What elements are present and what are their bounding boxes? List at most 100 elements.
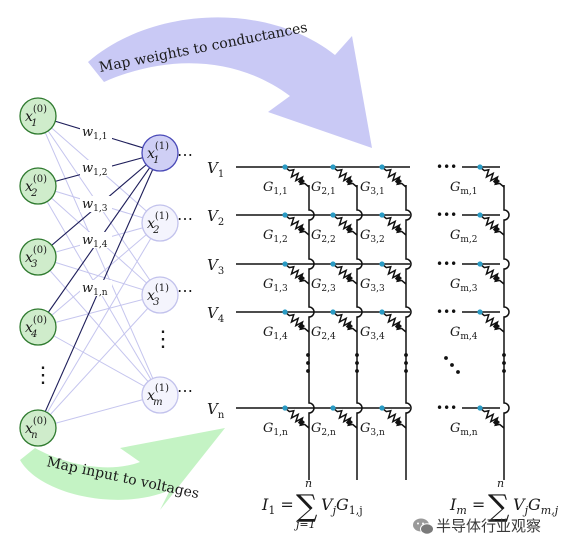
junction-dot (282, 212, 288, 218)
weight-label-bg (80, 196, 112, 212)
conductance-label: Gm,n (450, 421, 478, 438)
junction-dot (379, 212, 385, 218)
node-label: x(1)m (147, 383, 169, 408)
memristor-cell (379, 405, 407, 429)
memristor-cell (477, 164, 505, 188)
memristor-cell (282, 309, 310, 333)
node-label: x(1)2 (147, 211, 169, 236)
vertical-ellipsis-dot (355, 361, 359, 365)
network-edge (37, 294, 161, 429)
svg-text:I1 =: I1 = (261, 495, 294, 517)
svg-text:n: n (305, 477, 312, 490)
memristor-cell (330, 405, 358, 429)
weight-label-bg (80, 280, 112, 296)
row-ellipsis: ••• (436, 160, 457, 174)
column-line (503, 185, 510, 480)
node-label: x(1)1 (147, 141, 169, 166)
hidden-node: x(1)m (141, 376, 179, 414)
hidden-ellipsis-1: ⋯ (177, 145, 193, 164)
conductance-label: G3,2 (360, 228, 385, 245)
input-layer: x(0)1x(0)2x(0)3x(0)4x(0)n (19, 97, 57, 447)
input-vdots: ⋮ (32, 363, 54, 388)
junction-dot (477, 309, 483, 315)
memristor-cell (330, 164, 358, 188)
memristor-cell (330, 212, 358, 236)
memristor-cell (477, 261, 505, 285)
diagonal-ellipsis-dot (450, 363, 454, 367)
weight-label: w1,1 (82, 125, 107, 142)
node-label: x(0)4 (25, 315, 47, 340)
memristor-cell (379, 212, 407, 236)
conductance-label: G3,n (360, 421, 385, 438)
network-edge (37, 294, 161, 328)
hidden-node: x(1)3 (141, 276, 179, 314)
memristor-cell (379, 164, 407, 188)
vertical-ellipsis-dot (404, 369, 408, 373)
junction-dot (477, 212, 483, 218)
memristor-cell (477, 309, 505, 333)
hidden-vdots: ⋮ (152, 327, 174, 352)
hidden-ellipsis-m: ⋯ (177, 381, 193, 400)
hidden-layer: x(1)1 x(1)2 x(1)3 x(1)m (141, 134, 179, 414)
svg-text:Im =: Im = (449, 495, 485, 517)
conductance-label: G3,4 (360, 325, 385, 342)
sum-symbol-m: ∑ (488, 489, 510, 524)
conductance-label: G2,3 (311, 277, 336, 294)
memristor-cell (282, 405, 310, 429)
voltage-label: Vn (207, 400, 225, 421)
conductance-label: G2,2 (311, 228, 336, 245)
junction-dot (477, 164, 483, 170)
conductance-label: G1,n (263, 421, 288, 438)
svg-text:n: n (497, 477, 504, 490)
junction-dot (379, 405, 385, 411)
vertical-ellipsis-dot (502, 353, 506, 357)
input-node: x(0)3 (19, 238, 57, 276)
vertical-ellipsis-dot (502, 361, 506, 365)
voltage-label: V4 (207, 304, 224, 325)
column-line (308, 185, 315, 480)
junction-dot (477, 261, 483, 267)
network-edge (37, 222, 161, 429)
junction-dot (282, 309, 288, 315)
voltage-label: V2 (207, 207, 224, 228)
junction-dot (379, 309, 385, 315)
junction-dot (282, 164, 288, 170)
conductance-label: G1,4 (263, 325, 288, 342)
svg-text:VjG1,j: VjG1,j (321, 495, 363, 517)
hidden-node: x(1)2 (141, 204, 179, 242)
watermark-text: 半导体行业观察 (436, 517, 541, 535)
memristor-cell (330, 261, 358, 285)
node-label: x(0)3 (25, 245, 47, 270)
junction-dot (330, 405, 336, 411)
vertical-ellipsis-dot (306, 369, 310, 373)
input-node: x(0)n (19, 409, 57, 447)
row-ellipsis: ••• (436, 305, 457, 319)
column-line (356, 185, 363, 480)
hidden-ellipsis-2: ⋯ (177, 209, 193, 228)
memristor-cell (330, 309, 358, 333)
hidden-node: x(1)1 (141, 134, 179, 172)
weight-label-bg (80, 160, 112, 176)
input-node: x(0)2 (19, 167, 57, 205)
memristor-cell (379, 309, 407, 333)
memristor-cell (477, 405, 505, 429)
conductance-label: Gm,2 (450, 228, 478, 245)
memristor-cell (282, 212, 310, 236)
vertical-ellipsis-dot (404, 353, 408, 357)
conductance-label: G2,4 (311, 325, 336, 342)
network-edge (37, 115, 161, 396)
conductance-label: G2,1 (311, 180, 336, 197)
column-line (405, 185, 412, 480)
node-label: x(0)2 (25, 174, 47, 199)
conductance-label: Gm,1 (450, 180, 478, 197)
vertical-ellipsis-dot (306, 361, 310, 365)
vertical-ellipsis-dot (502, 369, 506, 373)
junction-dot (282, 405, 288, 411)
weights-to-conductances-arrow: Map weights to conductances (88, 17, 372, 149)
junction-dot (379, 164, 385, 170)
memristor-cell (282, 261, 310, 285)
weight-labels: w1,1w1,2w1,3w1,4w1,n (80, 124, 112, 298)
weight-label-bg (80, 232, 112, 248)
